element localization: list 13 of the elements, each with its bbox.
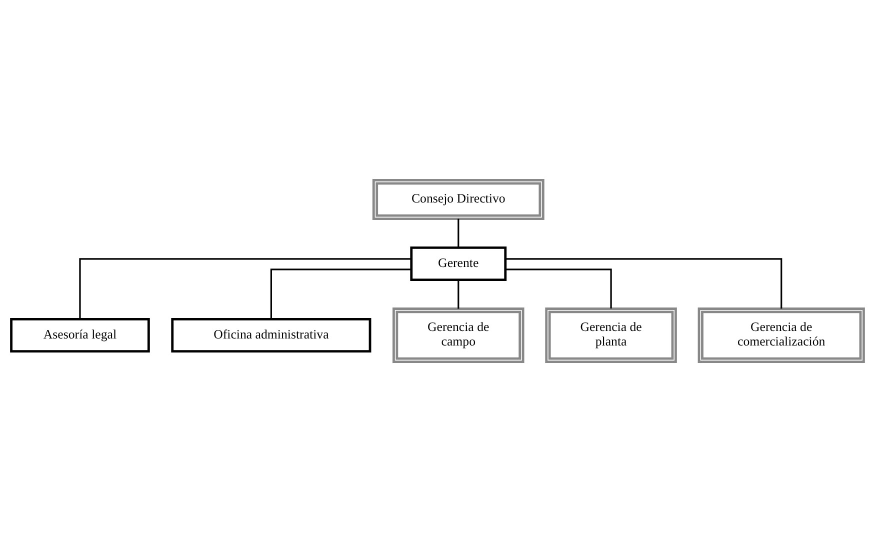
connector [506, 258, 782, 308]
node-box: Consejo Directivo [372, 178, 544, 220]
connector [270, 268, 412, 318]
node-box: Asesoría legal [10, 318, 150, 352]
node-box: Gerente [410, 246, 507, 281]
connector [79, 258, 412, 319]
connector [458, 280, 460, 308]
node-box: Gerencia de comercialización [698, 307, 865, 362]
node-box: Oficina administrativa [171, 318, 372, 352]
connector [505, 268, 612, 308]
node-box: Gerencia de planta [545, 307, 677, 362]
connector [458, 218, 460, 248]
node-box: Gerencia de campo [392, 307, 524, 362]
